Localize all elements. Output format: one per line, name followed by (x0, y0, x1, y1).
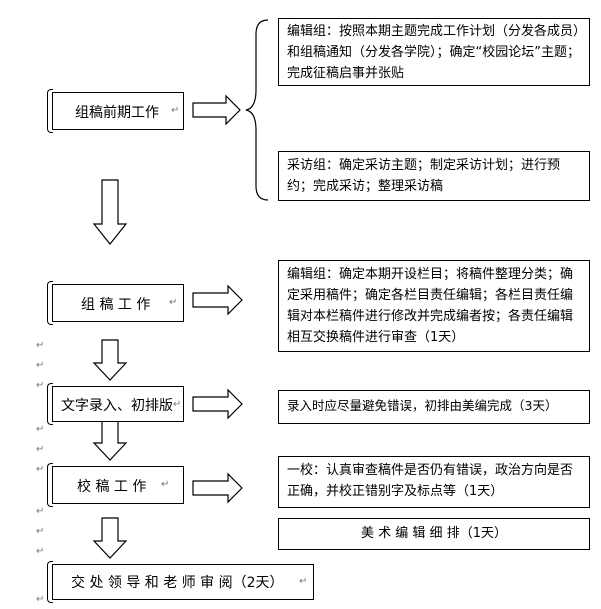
note-interview: 采访组：确定采访主题；制定采访计划；进行预约；完成采访；整理采访稿 (278, 151, 590, 201)
paragraph-mark: ↵ (299, 576, 308, 587)
paragraph-mark: ↵ (36, 464, 45, 475)
right-arrow-3 (192, 388, 243, 420)
paragraph-mark: ↵ (36, 424, 45, 435)
step-label: 文字录入、初排版 (61, 398, 173, 414)
paragraph-mark: ↵ (173, 399, 182, 410)
paragraph-mark: ↵ (36, 340, 45, 351)
right-arrow-4 (192, 472, 243, 504)
paragraph-mark: ↵ (36, 380, 45, 391)
step-label: 组 稿 工 作 (81, 297, 151, 313)
note-editing-planning: 编辑组：按照本期主题完成工作计划（分发各成员）和组稿通知（分发各学院）；确定“校… (278, 18, 590, 86)
step-prep: 组稿前期工作 ↵ (47, 89, 184, 133)
paragraph-mark: ↵ (36, 506, 45, 517)
right-arrow-2 (192, 284, 243, 316)
note-proofreading: 一校：认真审查稿件是否仍有错误，政治方向是否正确，并校正错别字及标点等（1天） (278, 456, 590, 508)
step-collect: 组 稿 工 作 ↵ (47, 281, 184, 325)
paragraph-mark: ↵ (161, 479, 170, 490)
step-label: 组稿前期工作 (75, 105, 159, 121)
step-typing: 文字录入、初排版 ↵ (47, 383, 184, 425)
down-arrow-3 (92, 419, 128, 461)
note-art: 美 术 编 辑 细 排（1天） (278, 518, 590, 550)
paragraph-mark: ↵ (171, 105, 180, 116)
curly-brace (245, 19, 269, 201)
paragraph-mark: ↵ (169, 297, 178, 308)
paragraph-mark: ↵ (36, 444, 45, 455)
step-label: 交 处 领 导 和 老 师 审 阅（2天） (71, 575, 284, 591)
down-arrow-4 (92, 517, 128, 559)
step-label: 校 稿 工 作 (77, 479, 147, 495)
right-arrow-1 (192, 94, 241, 126)
paragraph-mark: ↵ (36, 594, 45, 605)
paragraph-mark: ↵ (36, 360, 45, 371)
note-editing-work: 编辑组：确定本期开设栏目；将稿件整理分类；确定采用稿件；确定各栏目责任编辑；各栏… (278, 260, 590, 352)
note-typing: 录入时应尽量避免错误，初排由美编完成（3天） (278, 390, 590, 424)
step-review: 交 处 领 导 和 老 师 审 阅（2天） ↵ (47, 561, 314, 603)
paragraph-mark: ↵ (36, 546, 45, 557)
down-arrow-1 (92, 179, 128, 245)
down-arrow-2 (92, 339, 128, 381)
step-proof: 校 稿 工 作 ↵ (47, 463, 184, 507)
paragraph-mark: ↵ (36, 526, 45, 537)
